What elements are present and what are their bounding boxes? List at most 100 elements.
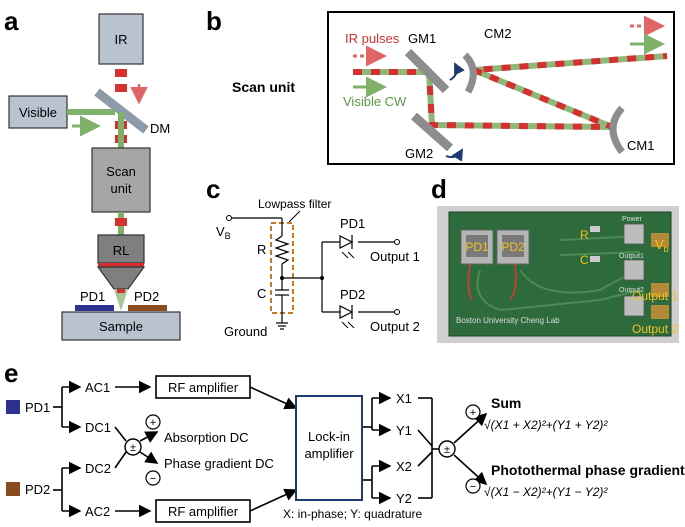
- output-2-terminal: [394, 309, 400, 315]
- rl-label: RL: [113, 243, 130, 258]
- pd2-label-d: PD2: [501, 240, 525, 254]
- connector-blocks: [623, 223, 645, 317]
- gm2-label: GM2: [405, 146, 433, 161]
- panel-c: c Lowpass filter: [206, 174, 420, 339]
- ac2-label: AC2: [85, 504, 110, 519]
- sma-connectors: [651, 233, 669, 319]
- circuit-wiring: [229, 217, 395, 330]
- iq-note: X: in-phase; Y: quadrature: [283, 507, 423, 521]
- reflective-objective-body: [97, 234, 145, 264]
- gm2-rotation-arrow: [445, 148, 464, 162]
- scan-beam-ir: [115, 218, 127, 226]
- board-text: Boston University Cheng Lab: [456, 316, 560, 325]
- output-minus-symbol: −: [470, 481, 476, 493]
- pd1-label-a: PD1: [80, 289, 105, 304]
- scan-unit-label-1: Scan: [106, 164, 136, 179]
- dc-pm-node: [124, 438, 142, 456]
- lockin-label-2: amplifier: [304, 446, 354, 461]
- absorption-dc-label: Absorption DC: [164, 430, 249, 445]
- panel-b-letter: b: [206, 6, 222, 36]
- gm1-label: GM1: [408, 31, 436, 46]
- visible-label: Visible: [19, 105, 57, 120]
- panel-b: b Scan unit GM1 GM2 CM2 CM1 IR pulses Vi…: [206, 6, 675, 165]
- x2-label: X2: [396, 459, 412, 474]
- scan-unit-box: [91, 147, 151, 213]
- capacitor-component: [590, 256, 600, 262]
- gm1-rotation-arrow: [449, 62, 465, 81]
- pd2-diode-symbol: [339, 305, 355, 329]
- dc-plus-node: [145, 414, 161, 430]
- vb-label: VB: [216, 224, 231, 241]
- panel-e: e PD1 PD2: [4, 358, 685, 523]
- dc-pm-symbol: ±: [130, 442, 136, 454]
- ac1-label: AC1: [85, 380, 110, 395]
- pd2-color-swatch: [6, 482, 20, 496]
- output-1-label: Output 1: [370, 249, 420, 264]
- phase-gradient-dc-label: Phase gradient DC: [164, 456, 274, 471]
- dm-label: DM: [150, 121, 170, 136]
- pd1-label-e: PD1: [25, 400, 50, 415]
- vb-label-d: Vb: [655, 237, 669, 254]
- pd1-detector: [75, 305, 114, 311]
- r-label-d: R: [580, 228, 589, 242]
- scan-beam-path: [353, 53, 668, 130]
- ptpg-formula: √(X1 − X2)²+(Y1 − Y2)²: [484, 485, 608, 499]
- lockin-amplifier-box: [295, 395, 363, 501]
- output-2-label: Output 2: [370, 319, 420, 334]
- pcb-traces: [476, 235, 641, 312]
- ir-label: IR: [115, 32, 128, 47]
- rl-stripe: [98, 263, 144, 267]
- lockin-label-1: Lock-in: [308, 429, 350, 444]
- panel-e-letter: e: [4, 358, 18, 388]
- pd1-window: [466, 235, 488, 257]
- c-label-d: C: [580, 253, 589, 267]
- output-1-label-d: Output 1: [632, 289, 678, 303]
- resistor-label: R: [257, 242, 266, 257]
- pd2-label-e: PD2: [25, 482, 50, 497]
- galvo-mirror-1: [404, 48, 450, 94]
- panel-d-letter: d: [431, 174, 447, 204]
- sum-formula: √(X1 + X2)²+(Y1 + Y2)²: [484, 418, 608, 432]
- ir-source-box: [98, 13, 144, 65]
- panel-c-letter: c: [206, 174, 220, 204]
- pd2-label-c: PD2: [340, 287, 365, 302]
- rf-amplifier-2-label: RF amplifier: [168, 504, 239, 519]
- sample-slide: [61, 311, 181, 341]
- scan-unit-label-2: unit: [111, 181, 132, 196]
- output1-silk: Output1: [619, 253, 644, 260]
- output-2-label-d: Output 2: [632, 322, 678, 336]
- output-pm-node: [438, 440, 456, 458]
- visible-cw-label: Visible CW: [343, 94, 407, 109]
- y2-label: Y2: [396, 491, 412, 506]
- pd2-detector: [128, 305, 167, 311]
- dc-minus-node: [145, 470, 161, 486]
- output-minus-node: [465, 478, 481, 494]
- lowpass-label: Lowpass filter: [258, 197, 331, 211]
- pd2-window: [502, 235, 524, 257]
- power-silk: Power: [622, 216, 643, 223]
- cm1-label: CM1: [627, 138, 654, 153]
- output-1-terminal: [394, 239, 400, 245]
- focus-cone: [114, 289, 128, 311]
- dc1-label: DC1: [85, 420, 111, 435]
- sample-label: Sample: [99, 319, 143, 334]
- galvo-mirror-2: [411, 112, 453, 152]
- x1-label: X1: [396, 391, 412, 406]
- panel-a-letter: a: [4, 6, 19, 36]
- panel-d: d PD1 PD2 R C: [431, 174, 679, 343]
- pd2-label-a: PD2: [134, 289, 159, 304]
- pd1-diode-symbol: [339, 235, 355, 259]
- concave-mirror-1: [609, 105, 625, 155]
- ptpg-title: Photothermal phase gradient: [491, 462, 685, 478]
- y1-label: Y1: [396, 423, 412, 438]
- concave-mirror-2: [462, 52, 477, 94]
- combined-beam: [118, 112, 124, 148]
- ir-pulses-label: IR pulses: [345, 31, 400, 46]
- pd1-color-swatch: [6, 400, 20, 414]
- dc-plus-symbol: +: [150, 417, 156, 429]
- output-pm-symbol: ±: [444, 444, 450, 456]
- output-plus-symbol: +: [470, 407, 476, 419]
- ground-label: Ground: [224, 324, 267, 339]
- reflective-objective-tip: [96, 266, 146, 290]
